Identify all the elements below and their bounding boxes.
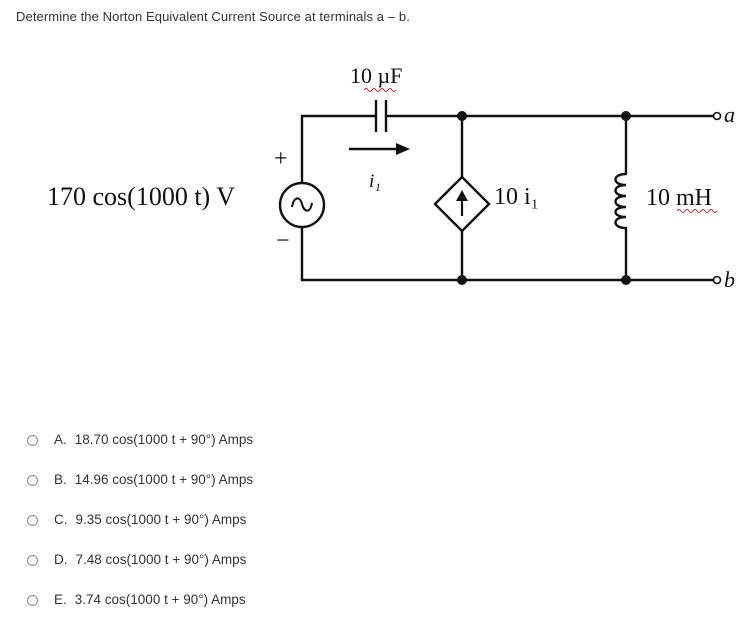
source-minus-sign: − [276,228,290,254]
terminal-a-label: a [724,102,735,127]
ac-source-icon [278,181,326,229]
inductor-label-underline [676,209,718,213]
option-text: 18.70 cos(1000 t + 90°) Amps [74,432,254,447]
option-text: 9.35 cos(1000 t + 90°) Amps [75,512,247,527]
option-e[interactable]: E. 3.74 cos(1000 t + 90°) Amps [27,592,253,632]
source-label: 170 cos(1000 t) V [47,182,235,211]
inductor-icon [614,172,627,230]
dependent-current-source-icon [433,175,491,233]
current-label: i₁ [369,171,381,192]
option-text: 14.96 cos(1000 t + 90°) Amps [74,472,254,487]
source-plus-sign: + [274,146,288,172]
answer-options: A. 18.70 cos(1000 t + 90°) Amps B. 14.96… [27,432,253,632]
wires [300,114,719,282]
terminal-b [712,275,722,285]
option-a[interactable]: A. 18.70 cos(1000 t + 90°) Amps [27,432,253,472]
junction-dots [457,111,631,285]
capacitor-label-underline [363,88,397,92]
option-letter: A. [54,432,67,447]
terminal-a [712,111,722,121]
option-d[interactable]: D. 7.48 cos(1000 t + 90°) Amps [27,552,253,592]
current-arrow-icon [349,143,410,155]
radio-button[interactable] [27,515,38,526]
radio-button[interactable] [27,595,38,606]
radio-button[interactable] [27,435,38,446]
radio-button[interactable] [27,555,38,566]
option-c[interactable]: C. 9.35 cos(1000 t + 90°) Amps [27,512,253,552]
option-text: 3.74 cos(1000 t + 90°) Amps [74,592,246,607]
capacitor-symbol [374,100,388,132]
option-text: 7.48 cos(1000 t + 90°) Amps [75,552,247,567]
capacitor-label: 10 µF [350,63,402,88]
option-letter: E. [54,592,67,607]
option-letter: C. [54,512,68,527]
inductor-label: 10 mH [646,185,712,211]
radio-button[interactable] [27,475,38,486]
terminal-b-label: b [724,267,735,292]
option-letter: B. [54,472,67,487]
question-text: Determine the Norton Equivalent Current … [16,9,410,24]
circuit-diagram: 10 µF i₁ + − 170 cos(1000 t) V 10 i₁ 10 … [47,63,735,292]
option-letter: D. [54,552,68,567]
dependent-source-label: 10 i₁ [494,184,539,210]
option-b[interactable]: B. 14.96 cos(1000 t + 90°) Amps [27,472,253,512]
